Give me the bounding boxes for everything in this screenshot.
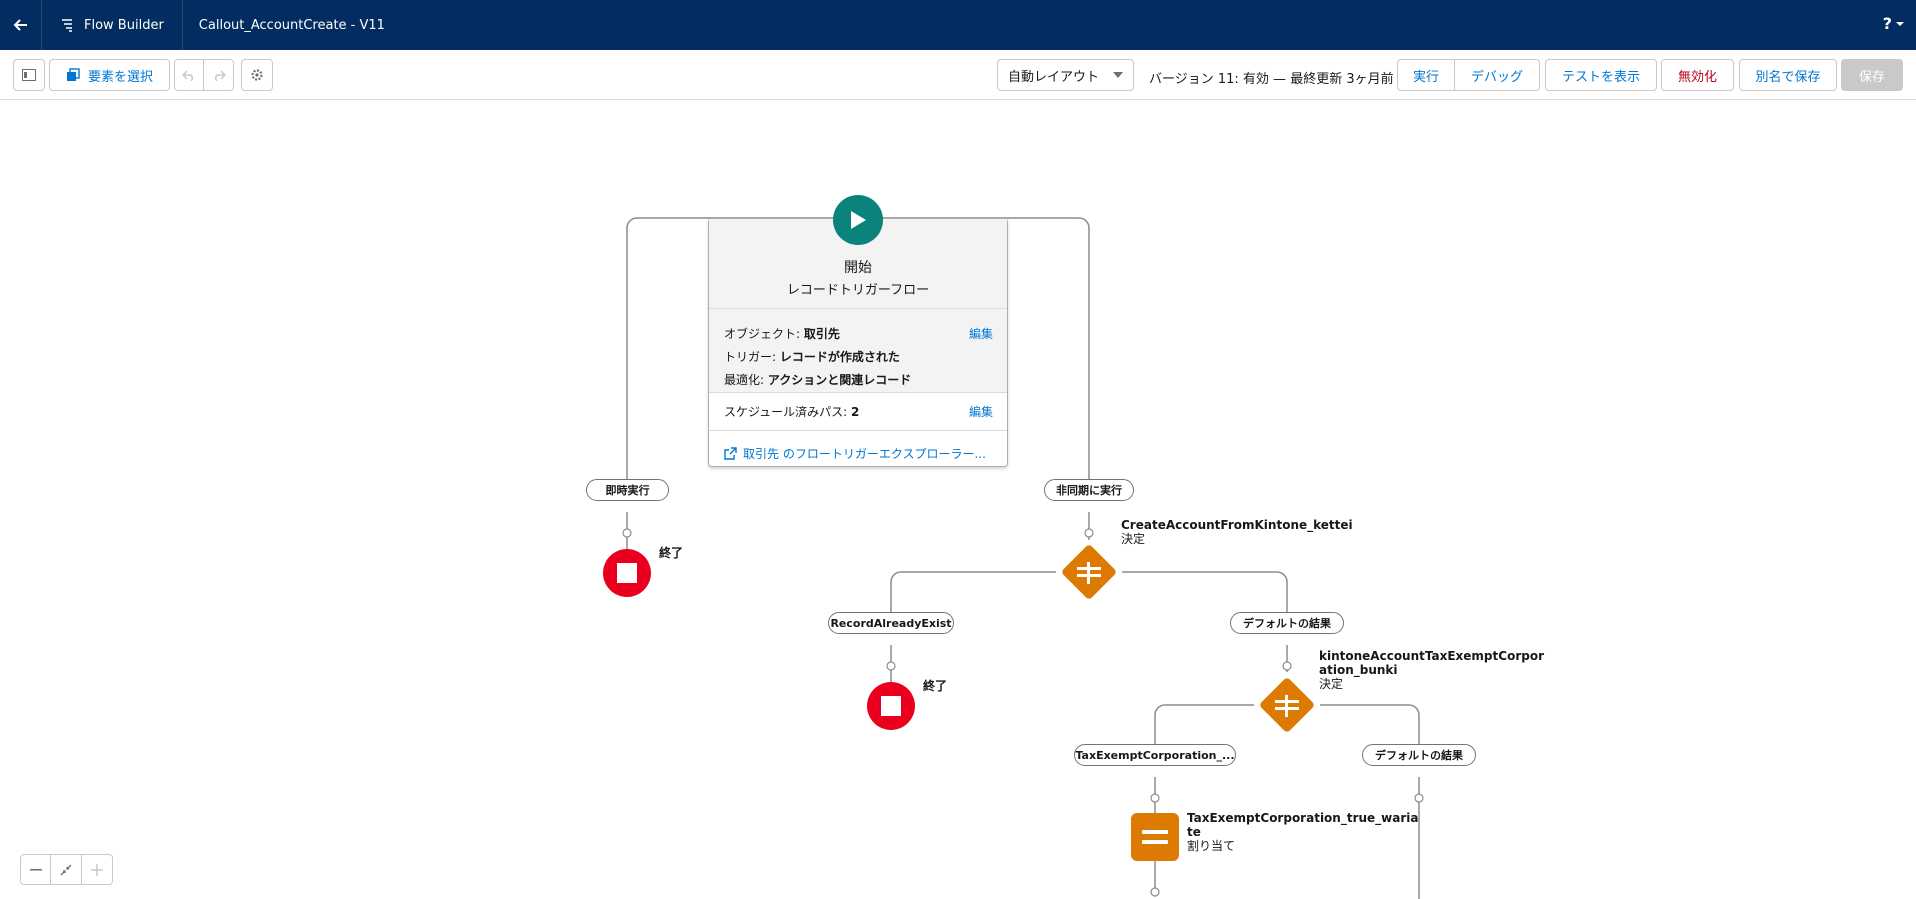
version-status: バージョン 11: 有効 — 最終更新 3ヶ月前 <box>1149 72 1394 87</box>
optimize-row: 最適化: アクションと関連レコード <box>724 373 912 387</box>
zoom-out-button[interactable] <box>20 854 51 885</box>
external-link-icon <box>724 447 737 460</box>
decision1-label: CreateAccountFromKintone_kettei 決定 <box>1121 518 1353 546</box>
end-node[interactable] <box>867 682 915 730</box>
stop-icon <box>617 563 637 583</box>
decision-icon <box>1077 562 1101 584</box>
gear-icon <box>251 69 263 81</box>
app-name: Flow Builder <box>84 17 164 33</box>
collapse-icon <box>60 864 72 875</box>
chevron-down-icon <box>1896 21 1904 26</box>
redo-button[interactable] <box>204 59 234 91</box>
debug-button[interactable]: デバッグ <box>1455 59 1540 91</box>
path-async[interactable]: 非同期に実行 <box>1044 479 1134 501</box>
plus-icon <box>91 863 103 876</box>
decision2-label: kintoneAccountTaxExemptCorpor ation_bunk… <box>1319 649 1544 691</box>
save-button[interactable]: 保存 <box>1841 59 1903 91</box>
help-icon: ? <box>1882 14 1892 33</box>
zoom-controls <box>20 854 113 885</box>
connector-lines <box>622 217 1424 899</box>
flow-canvas[interactable]: 開始 レコードトリガーフロー オブジェクト: 取引先 トリガー: レコードが作成… <box>0 100 1916 899</box>
settings-button[interactable] <box>241 59 273 91</box>
save-as-button[interactable]: 別名で保存 <box>1739 59 1837 91</box>
path-immediate[interactable]: 即時実行 <box>586 479 669 501</box>
run-debug-group: 実行 デバッグ <box>1397 59 1540 91</box>
toggle-panel-button[interactable] <box>13 59 45 91</box>
play-icon <box>851 211 866 229</box>
end-node-label: 終了 <box>659 546 684 560</box>
object-row: オブジェクト: 取引先 <box>724 327 840 341</box>
start-trigger-details: オブジェクト: 取引先 トリガー: レコードが作成された 最適化: アクションと… <box>709 309 1007 393</box>
start-title: 開始 <box>844 260 872 276</box>
app-header: Flow Builder Callout_AccountCreate - V11… <box>0 0 1916 50</box>
layout-select[interactable]: 自動レイアウト <box>997 59 1134 91</box>
flow-title: Callout_AccountCreate - V11 <box>198 17 385 33</box>
end-node[interactable] <box>603 549 651 597</box>
undo-icon <box>182 70 194 81</box>
help-menu-button[interactable]: ? <box>1883 14 1904 33</box>
stop-icon <box>881 696 901 716</box>
back-button[interactable] <box>0 0 42 50</box>
app-branding: Flow Builder <box>42 0 183 50</box>
outcome-tax-exempt[interactable]: TaxExemptCorporation_... <box>1074 744 1236 766</box>
chevron-down-icon <box>1113 72 1123 78</box>
edit-scheduled-paths-link[interactable]: 編集 <box>968 405 993 419</box>
minus-icon <box>29 868 42 870</box>
outcome-default-1[interactable]: デフォルトの結果 <box>1230 612 1344 634</box>
trigger-explorer-link[interactable]: 取引先 のフロートリガーエクスプローラー... <box>709 431 1007 467</box>
scheduled-paths-row: スケジュール済みパス: 2 編集 <box>709 393 1007 431</box>
run-button[interactable]: 実行 <box>1397 59 1455 91</box>
fit-to-view-button[interactable] <box>51 854 82 885</box>
edit-trigger-link[interactable]: 編集 <box>968 327 993 341</box>
select-icon <box>66 68 80 81</box>
start-subtitle: レコードトリガーフロー <box>786 283 930 298</box>
decision-node[interactable] <box>1056 539 1122 605</box>
redo-icon <box>214 70 226 81</box>
end-node-label: 終了 <box>923 679 948 693</box>
back-arrow-icon <box>13 19 27 31</box>
undo-redo-group <box>174 59 234 91</box>
deactivate-button[interactable]: 無効化 <box>1661 59 1734 91</box>
assignment-icon <box>1142 830 1168 834</box>
flow-icon <box>62 19 72 32</box>
start-node-icon[interactable] <box>833 195 883 245</box>
decision-icon <box>1275 695 1299 717</box>
zoom-in-button[interactable] <box>82 854 113 885</box>
outcome-record-already-exist[interactable]: RecordAlreadyExist <box>828 612 954 634</box>
undo-button[interactable] <box>174 59 204 91</box>
decision-node[interactable] <box>1254 672 1320 738</box>
assignment-node[interactable] <box>1131 813 1179 861</box>
outcome-default-2[interactable]: デフォルトの結果 <box>1362 744 1476 766</box>
assignment-label: TaxExemptCorporation_true_waria te 割り当て <box>1187 811 1419 853</box>
trigger-row: トリガー: レコードが作成された <box>724 350 900 364</box>
start-element-card[interactable]: 開始 レコードトリガーフロー オブジェクト: 取引先 トリガー: レコードが作成… <box>708 218 1008 467</box>
view-tests-button[interactable]: テストを表示 <box>1545 59 1657 91</box>
panel-icon <box>22 69 36 81</box>
select-elements-button[interactable]: 要素を選択 <box>49 59 170 91</box>
